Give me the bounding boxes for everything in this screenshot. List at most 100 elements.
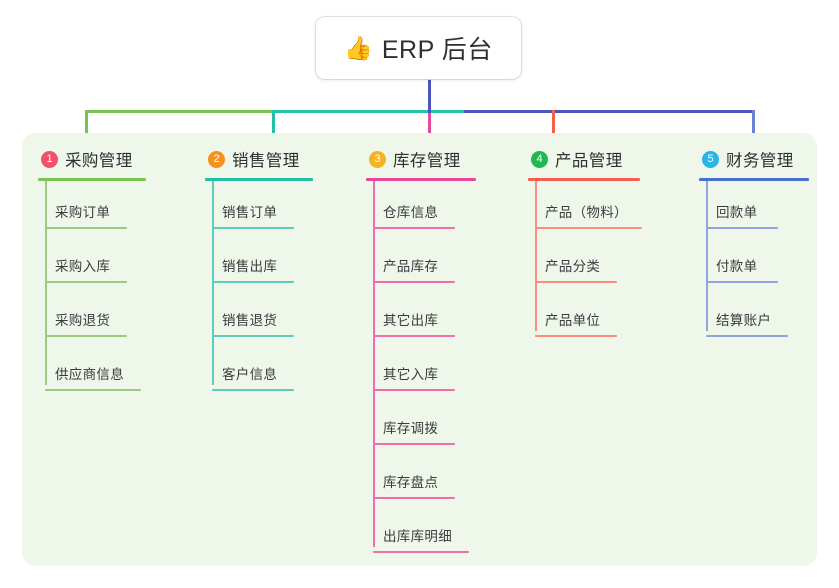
leaf-node-label: 销售出库 xyxy=(222,259,278,274)
leaf-node-underline xyxy=(373,281,455,283)
leaf-node[interactable]: 销售出库 xyxy=(205,235,313,289)
branch-number-badge: 4 xyxy=(531,150,548,168)
leaf-node[interactable]: 产品单位 xyxy=(528,289,640,343)
leaf-node-label: 产品分类 xyxy=(545,259,601,274)
leaf-node[interactable]: 产品库存 xyxy=(366,235,476,289)
leaf-node-underline xyxy=(373,497,455,499)
leaf-node-label: 采购退货 xyxy=(55,313,111,328)
leaf-node[interactable]: 销售退货 xyxy=(205,289,313,343)
leaf-node-label: 产品单位 xyxy=(545,313,601,328)
branch-number-badge: 2 xyxy=(208,150,225,168)
leaf-node-label: 回款单 xyxy=(716,205,758,220)
branch-spine xyxy=(212,181,214,385)
branch-leaf-list: 产品（物料） 产品分类产品单位 xyxy=(528,181,642,343)
leaf-node-label: 销售退货 xyxy=(222,313,278,328)
leaf-node-label: 出库库明细 xyxy=(383,529,452,544)
branch-drop-2 xyxy=(272,110,275,146)
leaf-node-underline xyxy=(212,335,294,337)
branch-number-badge: 3 xyxy=(369,150,386,168)
leaf-node[interactable]: 库存盘点 xyxy=(366,451,476,505)
branch-header-label: 产品管理 xyxy=(555,152,623,170)
root-node-card[interactable]: 👍 ERP 后台 xyxy=(316,17,521,79)
leaf-node-label: 结算账户 xyxy=(716,313,772,328)
leaf-node[interactable]: 产品分类 xyxy=(528,235,640,289)
leaf-node-label: 客户信息 xyxy=(222,367,278,382)
leaf-node-underline xyxy=(706,335,788,337)
leaf-node[interactable]: 供应商信息 xyxy=(38,343,146,397)
leaf-node-label: 产品库存 xyxy=(383,259,439,274)
branch-spine xyxy=(535,181,537,331)
branch-header-5[interactable]: 5 财务管理 xyxy=(699,146,809,172)
leaf-node-underline xyxy=(45,227,127,229)
leaf-node[interactable]: 回款单 xyxy=(699,181,809,235)
leaf-node-underline xyxy=(45,335,127,337)
branch-drop-1 xyxy=(85,110,88,146)
bus-segment-2 xyxy=(272,110,466,113)
leaf-node-underline xyxy=(535,281,617,283)
leaf-node[interactable]: 其它入库 xyxy=(366,343,476,397)
leaf-node-label: 采购入库 xyxy=(55,259,111,274)
branch-number-badge: 5 xyxy=(702,150,719,168)
branch-header-label: 财务管理 xyxy=(726,152,794,170)
leaf-node[interactable]: 库存调拨 xyxy=(366,397,476,451)
branch-header-label: 销售管理 xyxy=(232,152,300,170)
leaf-node-underline xyxy=(535,227,642,229)
leaf-node-label: 仓库信息 xyxy=(383,205,439,220)
leaf-node[interactable]: 仓库信息 xyxy=(366,181,476,235)
leaf-node[interactable]: 采购订单 xyxy=(38,181,146,235)
bus-segment-3 xyxy=(464,110,755,113)
leaf-node-underline xyxy=(212,281,294,283)
leaf-node-label: 其它出库 xyxy=(383,313,439,328)
leaf-node-underline xyxy=(373,443,455,445)
leaf-node-underline xyxy=(212,389,294,391)
root-trunk-connector xyxy=(428,79,431,113)
branch-spine xyxy=(706,181,708,331)
leaf-node-label: 产品（物料） xyxy=(545,205,628,220)
branch-header-4[interactable]: 4 产品管理 xyxy=(528,146,640,172)
branch-spine xyxy=(45,181,47,385)
leaf-node[interactable]: 采购退货 xyxy=(38,289,146,343)
leaf-node-underline xyxy=(45,389,141,391)
leaf-node-label: 供应商信息 xyxy=(55,367,124,382)
leaf-node-underline xyxy=(212,227,294,229)
branch-header-label: 采购管理 xyxy=(65,152,133,170)
leaf-node[interactable]: 产品（物料） xyxy=(528,181,642,235)
leaf-node-underline xyxy=(373,389,455,391)
root-node-content: 👍 ERP 后台 xyxy=(344,30,493,66)
branch-header-underline xyxy=(528,178,640,181)
branch-spine xyxy=(373,181,375,547)
leaf-node-underline xyxy=(535,335,617,337)
leaf-node[interactable]: 付款单 xyxy=(699,235,809,289)
leaf-node[interactable]: 采购入库 xyxy=(38,235,146,289)
leaf-node-underline xyxy=(706,227,778,229)
leaf-node-underline xyxy=(373,335,455,337)
branch-drop-3 xyxy=(428,110,431,146)
branch-header-underline xyxy=(38,178,146,181)
leaf-node[interactable]: 结算账户 xyxy=(699,289,809,343)
branch-header-underline xyxy=(699,178,809,181)
branch-header-2[interactable]: 2 销售管理 xyxy=(205,146,313,172)
leaf-node-label: 其它入库 xyxy=(383,367,439,382)
thumbs-up-icon: 👍 xyxy=(344,34,373,61)
leaf-node[interactable]: 客户信息 xyxy=(205,343,313,397)
leaf-node[interactable]: 其它出库 xyxy=(366,289,476,343)
branch-drop-4 xyxy=(552,110,555,146)
leaf-node-underline xyxy=(45,281,127,283)
branch-column-5: 5 财务管理回款单付款单结算账户 xyxy=(699,146,809,343)
leaf-node-underline xyxy=(373,227,455,229)
leaf-node[interactable]: 销售订单 xyxy=(205,181,313,235)
branch-drop-5 xyxy=(752,110,755,146)
branch-leaf-list: 仓库信息产品库存其它出库其它入库库存调拨库存盘点出库库明细 xyxy=(366,181,476,559)
mindmap-panel xyxy=(22,133,817,566)
leaf-node-label: 付款单 xyxy=(716,259,758,274)
leaf-node-label: 库存盘点 xyxy=(383,475,439,490)
leaf-node[interactable]: 出库库明细 xyxy=(366,505,476,559)
branch-leaf-list: 回款单付款单结算账户 xyxy=(699,181,809,343)
branch-header-underline xyxy=(205,178,313,181)
branch-column-4: 4 产品管理产品（物料） 产品分类产品单位 xyxy=(528,146,642,343)
